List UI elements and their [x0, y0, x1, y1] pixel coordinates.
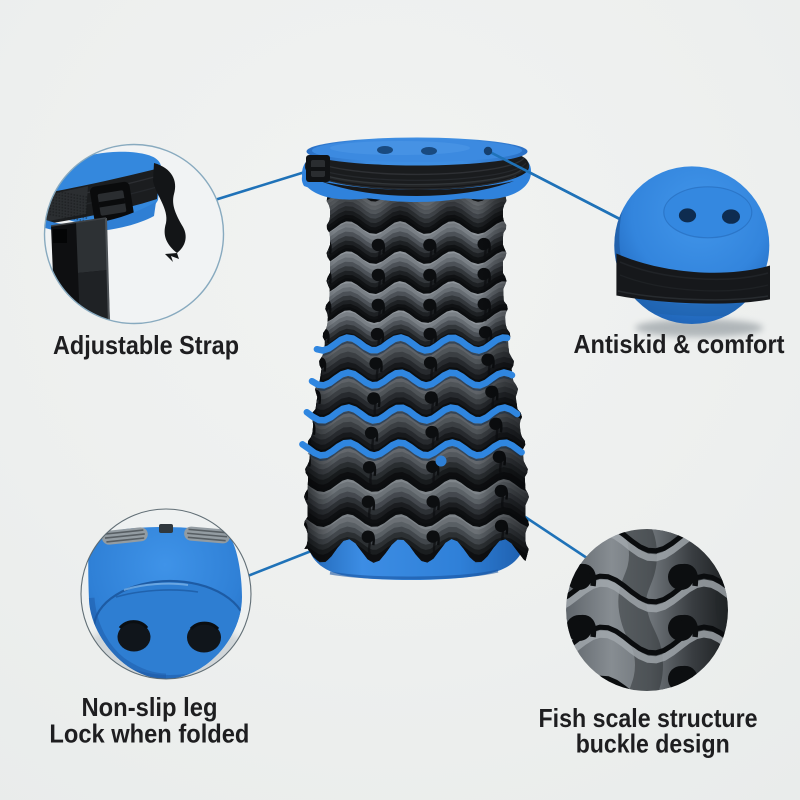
svg-text:buckle design: buckle design	[576, 728, 730, 758]
svg-text:Adjustable Strap: Adjustable Strap	[53, 330, 239, 360]
svg-text:Lock when folded: Lock when folded	[49, 719, 249, 749]
svg-text:Non-slip leg: Non-slip leg	[82, 692, 218, 722]
svg-text:Fish scale structure: Fish scale structure	[539, 703, 758, 733]
svg-text:Antiskid & comfort: Antiskid & comfort	[574, 329, 785, 359]
